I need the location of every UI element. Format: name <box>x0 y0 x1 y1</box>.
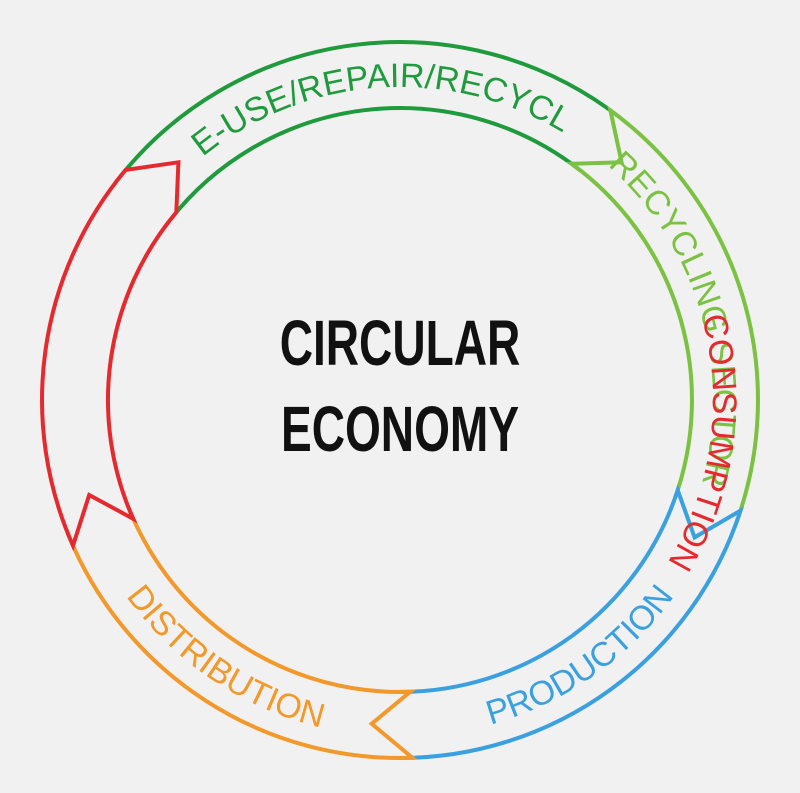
page-title: CIRCULAR ECONOMY <box>200 300 600 473</box>
arrow-distribution <box>65 481 418 761</box>
label-reuse: RE-USE/REPAIR/RECYCLE <box>0 0 578 163</box>
title-line-2: ECONOMY <box>280 393 520 466</box>
arrow-ring <box>40 40 760 761</box>
title-line-1: CIRCULAR <box>279 307 521 379</box>
arrow-consumption <box>40 159 181 552</box>
